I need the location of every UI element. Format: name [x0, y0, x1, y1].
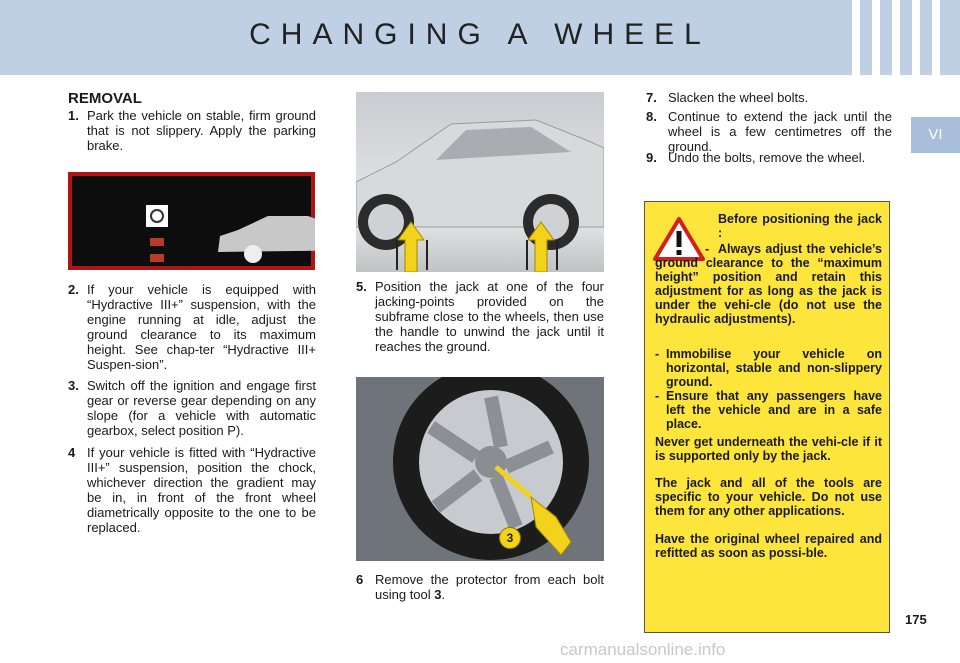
step-number: 2. — [68, 282, 79, 297]
removal-heading: REMOVAL — [68, 90, 142, 107]
warning-paragraph-1: Never get underneath the vehi-cle if it … — [655, 435, 882, 463]
header-stripe — [872, 0, 880, 75]
wheel-tool-image: 3 — [356, 377, 604, 561]
warning-bullet-3: Ensure that any passengers have left the… — [666, 389, 882, 431]
step-number: 1. — [68, 108, 79, 123]
page-header: CHANGING A WHEEL — [0, 0, 960, 75]
warning-paragraph-3: Have the original wheel repaired and ref… — [655, 532, 882, 560]
bullet-dash: - — [655, 389, 660, 403]
warning-bullet-2: Immobilise your vehicle on horizontal, s… — [666, 347, 882, 389]
header-stripe — [932, 0, 940, 75]
step-9: 9. Undo the bolts, remove the wheel. — [646, 150, 892, 165]
header-stripe — [892, 0, 900, 75]
warning-box: Before positioning the jack : - Always a… — [644, 201, 890, 633]
step-3: 3. Switch off the ignition and engage fi… — [68, 378, 316, 438]
step-6: 6 Remove the protector from each bolt us… — [356, 572, 604, 602]
header-stripe — [852, 0, 860, 75]
step-5: 5. Position the jack at one of the four … — [356, 279, 604, 354]
header-stripe — [912, 0, 920, 75]
tool-number: 3 — [434, 587, 442, 602]
section-tab[interactable]: VI — [911, 117, 960, 153]
page-title: CHANGING A WHEEL — [249, 18, 711, 51]
step-text: Park the vehicle on stable, firm ground … — [87, 108, 316, 153]
step-number: 4 — [68, 445, 76, 460]
step-text: Undo the bolts, remove the wheel. — [668, 150, 866, 165]
bullet-dash: - — [655, 347, 660, 361]
step-7: 7. Slacken the wheel bolts. — [646, 90, 892, 105]
warning-paragraph-2: The jack and all of the tools are specif… — [655, 476, 882, 518]
step-number: 6 — [356, 572, 364, 587]
step-text: Switch off the ignition and engage first… — [87, 378, 316, 438]
step-1: 1. Park the vehicle on stable, firm grou… — [68, 108, 316, 153]
step-number: 5. — [356, 279, 367, 294]
step-6-end: . — [441, 587, 446, 602]
dashboard-display-image — [68, 172, 315, 270]
step-text: Continue to extend the jack until the wh… — [668, 109, 892, 154]
step-text: If your vehicle is equipped with “Hydrac… — [87, 282, 316, 372]
step-number: 8. — [646, 109, 657, 124]
page-number: 175 — [905, 612, 927, 627]
step-6-text: Remove the protector from each bolt usin… — [375, 572, 604, 602]
bullet-dash: - — [705, 242, 710, 256]
warning-triangle-icon — [653, 217, 705, 261]
step-2: 2. If your vehicle is equipped with “Hyd… — [68, 282, 316, 372]
car-side-image — [356, 92, 604, 272]
step-text: Position the jack at one of the four jac… — [375, 279, 604, 354]
step-number: 3. — [68, 378, 79, 393]
callout-badge: 3 — [499, 527, 521, 549]
warning-bullet-1: Always adjust the vehicle’s ground clear… — [655, 242, 882, 326]
step-text: Remove the protector from each bolt usin… — [375, 572, 604, 602]
step-number: 7. — [646, 90, 657, 105]
step-text: If your vehicle is fitted with “Hydracti… — [87, 445, 316, 535]
step-8: 8. Continue to extend the jack until the… — [646, 109, 892, 154]
warning-intro: Before positioning the jack : — [718, 212, 882, 240]
step-text: Slacken the wheel bolts. — [668, 90, 809, 105]
step-number: 9. — [646, 150, 657, 165]
step-4: 4 If your vehicle is fitted with “Hydrac… — [68, 445, 316, 535]
watermark: carmanualsonline.info — [560, 640, 726, 659]
